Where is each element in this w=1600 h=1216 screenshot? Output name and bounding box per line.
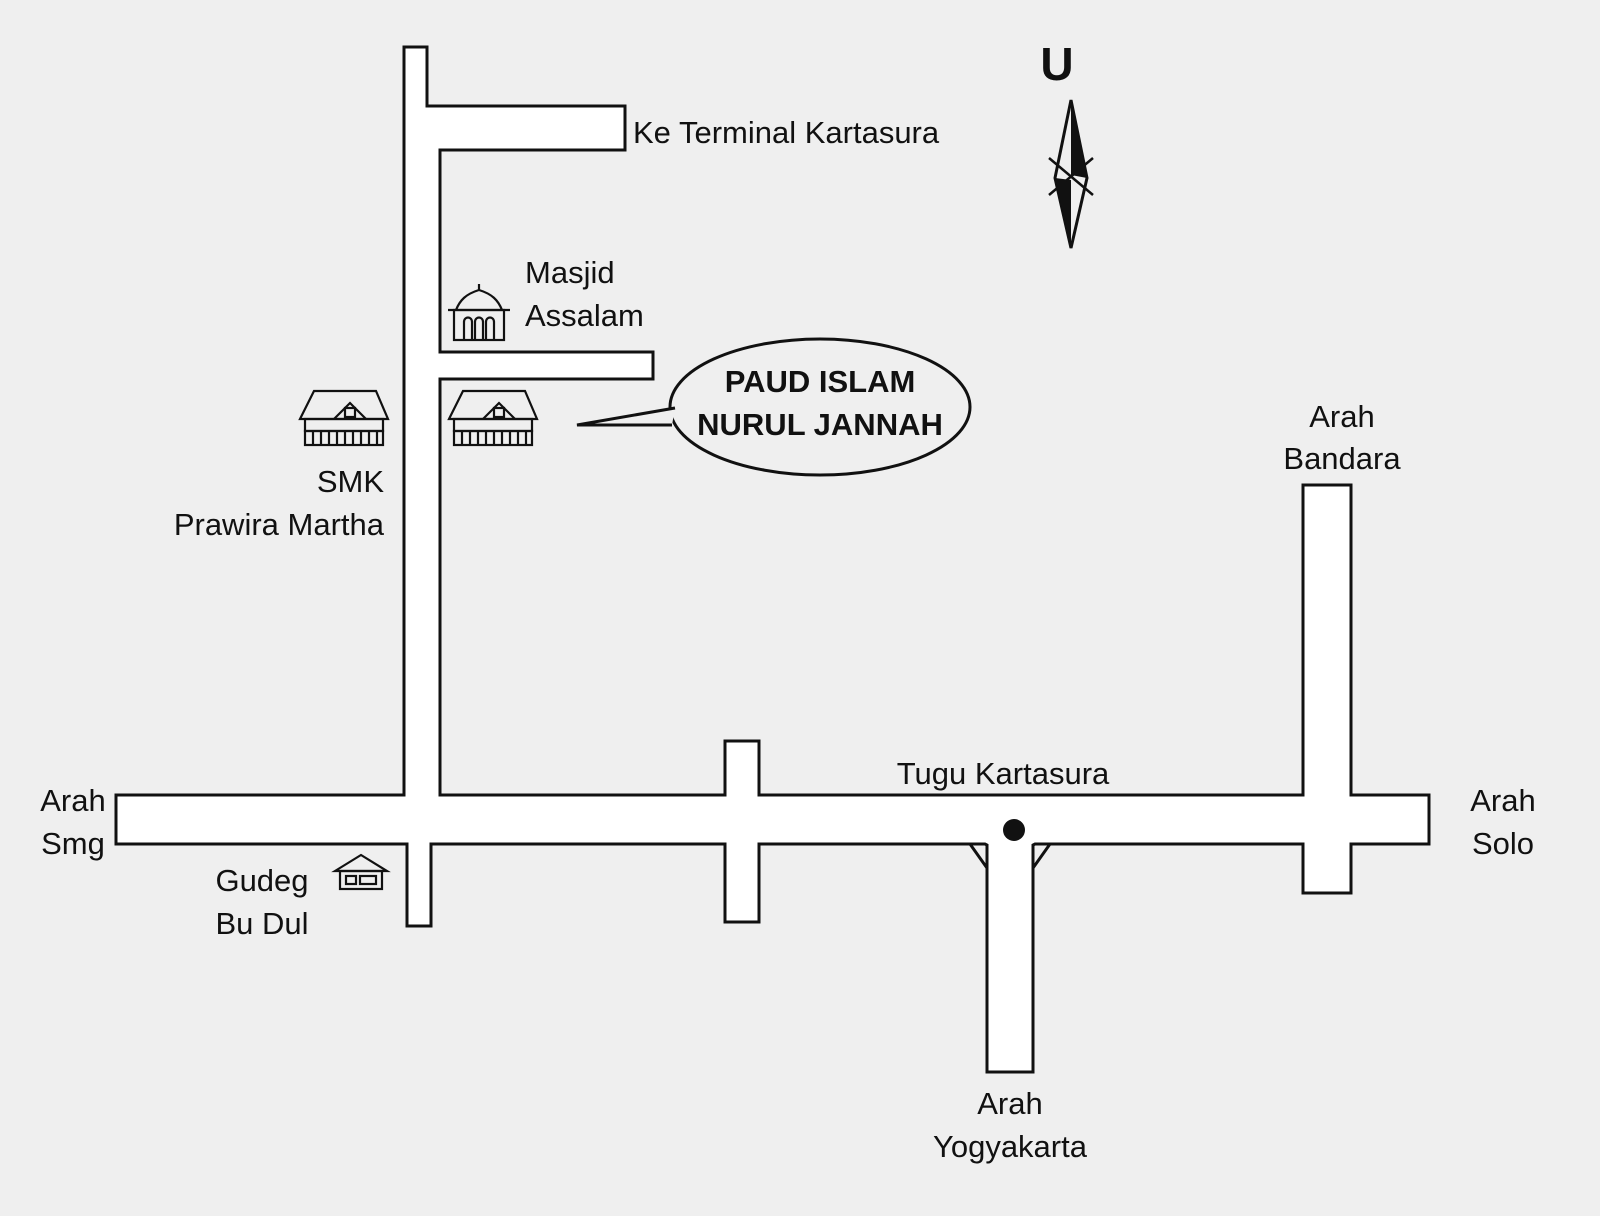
school-building-icon [298, 389, 390, 447]
main-road-outline [114, 45, 1431, 1074]
callout-line1: PAUD ISLAM [725, 364, 916, 399]
restaurant-house-icon [331, 853, 391, 891]
label-gudeg-line1: Gudeg [215, 863, 308, 898]
label-arah-yogya-line1: Arah [977, 1086, 1042, 1121]
label-tugu-kartasura: Tugu Kartasura [897, 756, 1110, 791]
label-arah-bandara-line1: Arah [1309, 399, 1374, 434]
compass-icon: U [1040, 38, 1094, 249]
label-arah-solo-line1: Arah [1470, 783, 1535, 818]
label-arah-solo-line2: Solo [1472, 826, 1534, 861]
label-arah-yogya-line2: Yogyakarta [933, 1129, 1088, 1164]
label-masjid-line2: Assalam [525, 298, 644, 333]
label-masjid-line1: Masjid [525, 255, 615, 290]
paud-building-icon [447, 389, 539, 447]
north-label: U [1040, 38, 1073, 90]
label-smk-line1: SMK [317, 464, 385, 499]
label-smk-line2: Prawira Martha [174, 507, 385, 542]
road-network [114, 45, 1431, 1074]
mosque-icon [448, 284, 510, 342]
monument-dot-icon [1003, 819, 1025, 841]
junction-chamfer [968, 843, 1052, 869]
label-arah-smg-line2: Smg [41, 826, 105, 861]
label-ke-terminal: Ke Terminal Kartasura [633, 115, 940, 150]
callout-line2: NURUL JANNAH [697, 407, 943, 442]
paud-callout: PAUD ISLAM NURUL JANNAH [576, 337, 972, 477]
label-gudeg-line2: Bu Dul [215, 906, 308, 941]
label-arah-smg-line1: Arah [40, 783, 105, 818]
label-arah-bandara-line2: Bandara [1283, 441, 1401, 476]
